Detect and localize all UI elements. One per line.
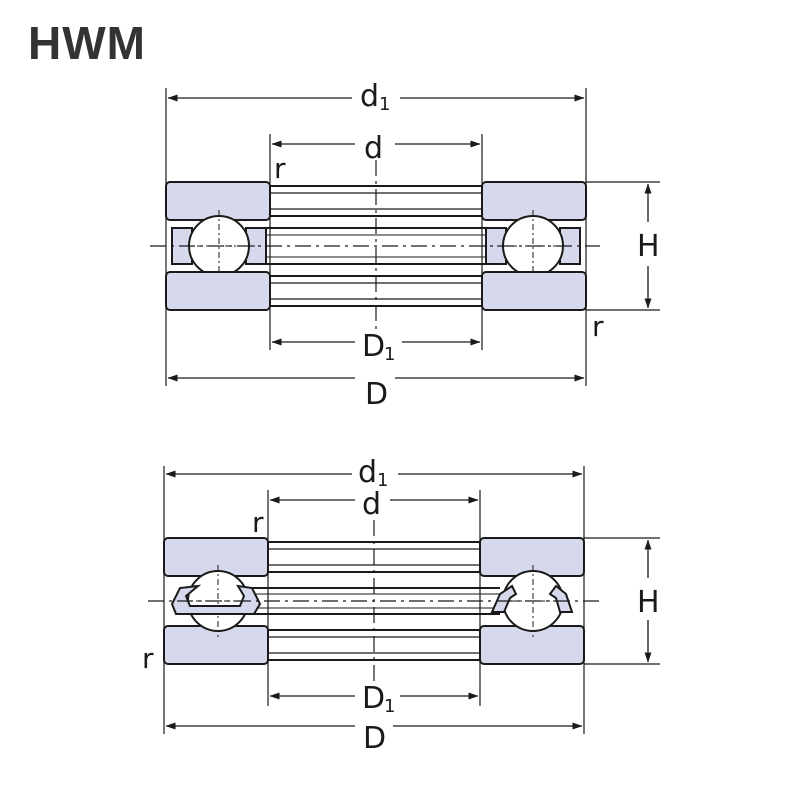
label-D1-sub: 1: [384, 696, 395, 717]
bottom-washer: [163, 625, 585, 665]
extension-lines: [163, 466, 660, 734]
label-r-right: r: [592, 310, 604, 343]
cage-clip-right: [490, 584, 574, 613]
label-d: d: [362, 487, 381, 522]
label-d1-main: d: [360, 79, 379, 114]
label-r-left: r: [142, 642, 154, 675]
labels-top: d 1 d r H r D 1 D: [274, 79, 660, 412]
label-D1-sub: 1: [384, 344, 395, 365]
label-D: D: [363, 721, 386, 756]
bearing-diagram-top: [150, 88, 660, 386]
top-washer: [163, 537, 585, 577]
dimension-lines: [167, 94, 652, 382]
cage-clip-left: [170, 584, 262, 615]
label-H: H: [637, 585, 660, 620]
centerlines: [150, 160, 600, 330]
extension-lines: [165, 88, 660, 386]
ball-cage: [246, 587, 500, 615]
label-d: d: [364, 131, 383, 166]
bearing-diagram-bottom: [148, 466, 660, 734]
centerlines: [148, 520, 600, 682]
labels-bottom: d 1 d r H r D 1 D: [142, 455, 660, 756]
label-D1-main: D: [362, 329, 385, 364]
label-d1-sub: 1: [377, 470, 388, 491]
label-D: D: [365, 377, 388, 412]
label-r-top: r: [274, 152, 286, 185]
label-H: H: [637, 229, 660, 264]
label-r-top: r: [252, 506, 264, 539]
label-d1-sub: 1: [379, 94, 390, 115]
dimension-lines: [165, 470, 652, 730]
label-d1-main: d: [358, 455, 377, 490]
page-title: HWM: [28, 17, 146, 69]
label-D1-main: D: [362, 681, 385, 716]
